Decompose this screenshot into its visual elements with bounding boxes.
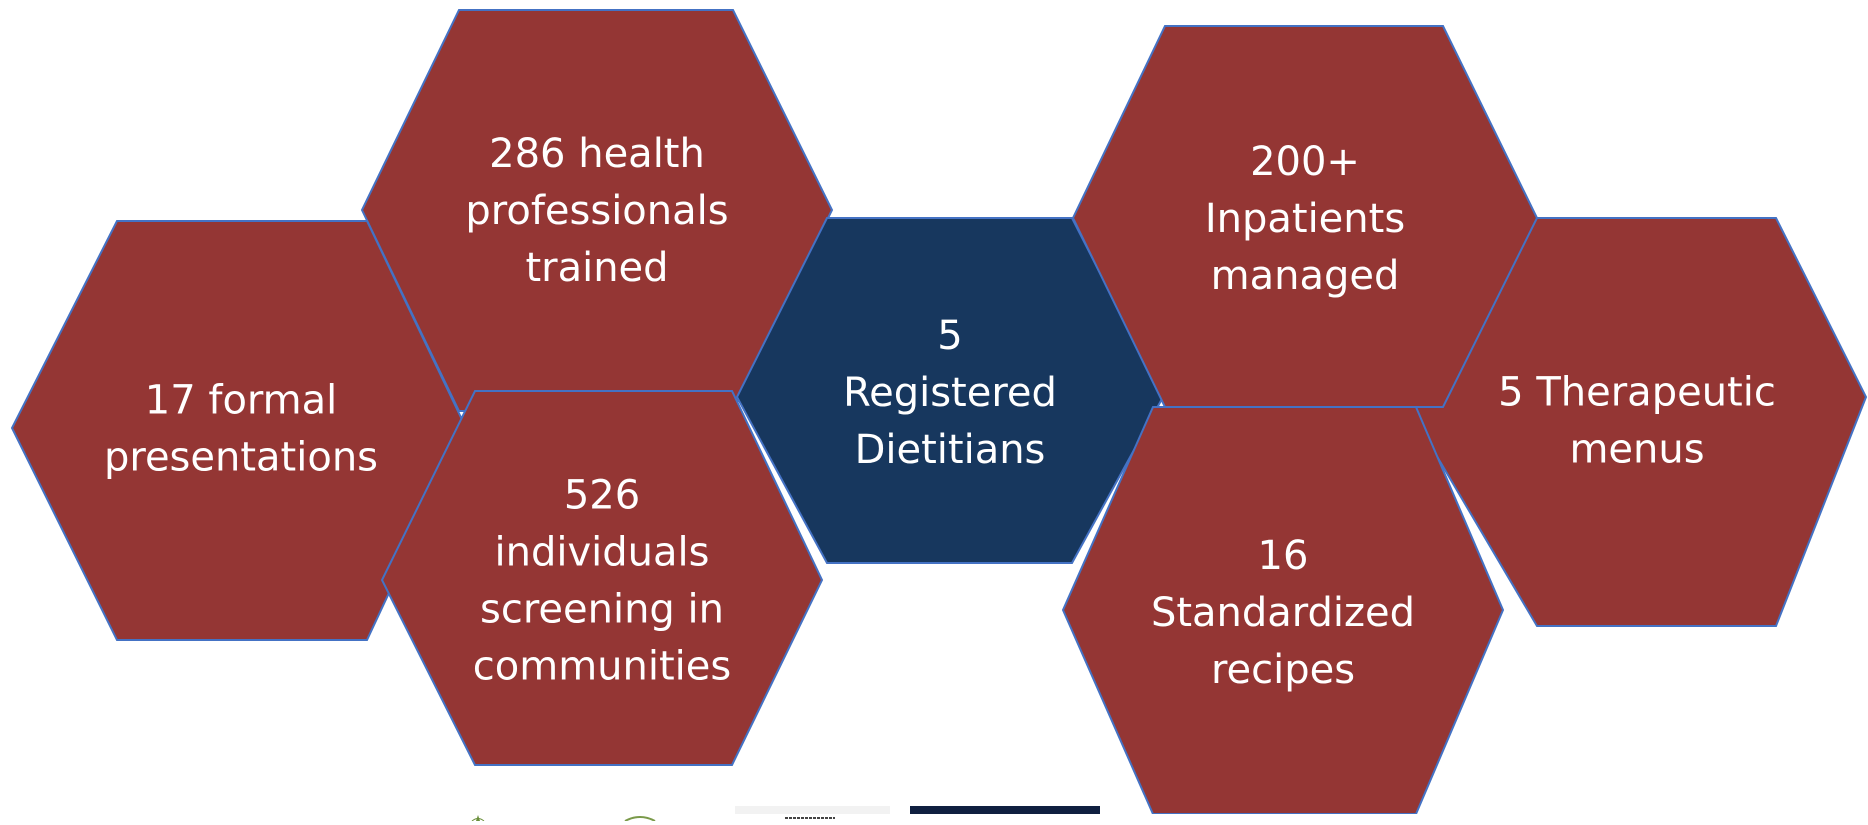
hexagon-label-line: Dietitians — [855, 427, 1046, 473]
hexagon-label-line: managed — [1211, 253, 1400, 299]
hexagon-label-line: 5 Therapeutic — [1498, 370, 1776, 416]
hexagon-shape-individuals-screening — [380, 390, 824, 766]
hexagon-label-line: Registered — [843, 370, 1057, 416]
hexagon-presentations: 17 formal presentations — [10, 220, 468, 641]
hexagon-inpatients: 200+ Inpatients managed — [1071, 25, 1539, 408]
hexagon-label-line: 5 — [937, 313, 962, 359]
seal-icon — [785, 817, 835, 819]
partner-logo-green-mark — [620, 806, 660, 822]
hexagon-label-line: Inpatients — [1205, 196, 1405, 242]
hexagon-therapeutic-menus: 5 Therapeutic menus — [1400, 217, 1868, 627]
hexagon-label-line: 16 — [1258, 533, 1309, 579]
partner-logo-green — [470, 806, 530, 822]
hexagon-individuals-screening: 526 individuals screening in communities — [380, 390, 824, 766]
hexagon-label-line: recipes — [1211, 647, 1355, 693]
hexagon-label-line: 17 formal — [145, 378, 338, 424]
hexagon-label-line: 286 health — [489, 131, 705, 177]
partner-logo-dark — [910, 806, 1100, 814]
leaf-icon — [471, 815, 485, 822]
hexagon-label-line: presentations — [104, 435, 378, 481]
hexagon-shape-inpatients — [1071, 25, 1539, 408]
hexagon-label-line: menus — [1569, 427, 1704, 473]
hexagon-shape-standardized-recipes — [1061, 406, 1505, 814]
hexagon-health-professionals: 286 health professionals trained — [360, 9, 834, 412]
hexagon-label-line: screening in — [480, 587, 724, 633]
hexagon-layer: 17 formal presentations 286 health professi… — [10, 9, 1868, 814]
hexagon-label-line: Standardized — [1151, 590, 1415, 636]
hexagon-label-line: 526 — [564, 473, 640, 519]
hexagon-label-line: 200+ — [1250, 139, 1360, 185]
hexagon-label-line: professionals — [465, 188, 728, 234]
leaf-mark-icon — [624, 816, 656, 822]
hexagon-label-line: trained — [525, 245, 668, 291]
hexagon-label-line: individuals — [495, 530, 710, 576]
hexagon-label-line: communities — [473, 644, 731, 690]
partner-logo-seal — [735, 806, 890, 819]
